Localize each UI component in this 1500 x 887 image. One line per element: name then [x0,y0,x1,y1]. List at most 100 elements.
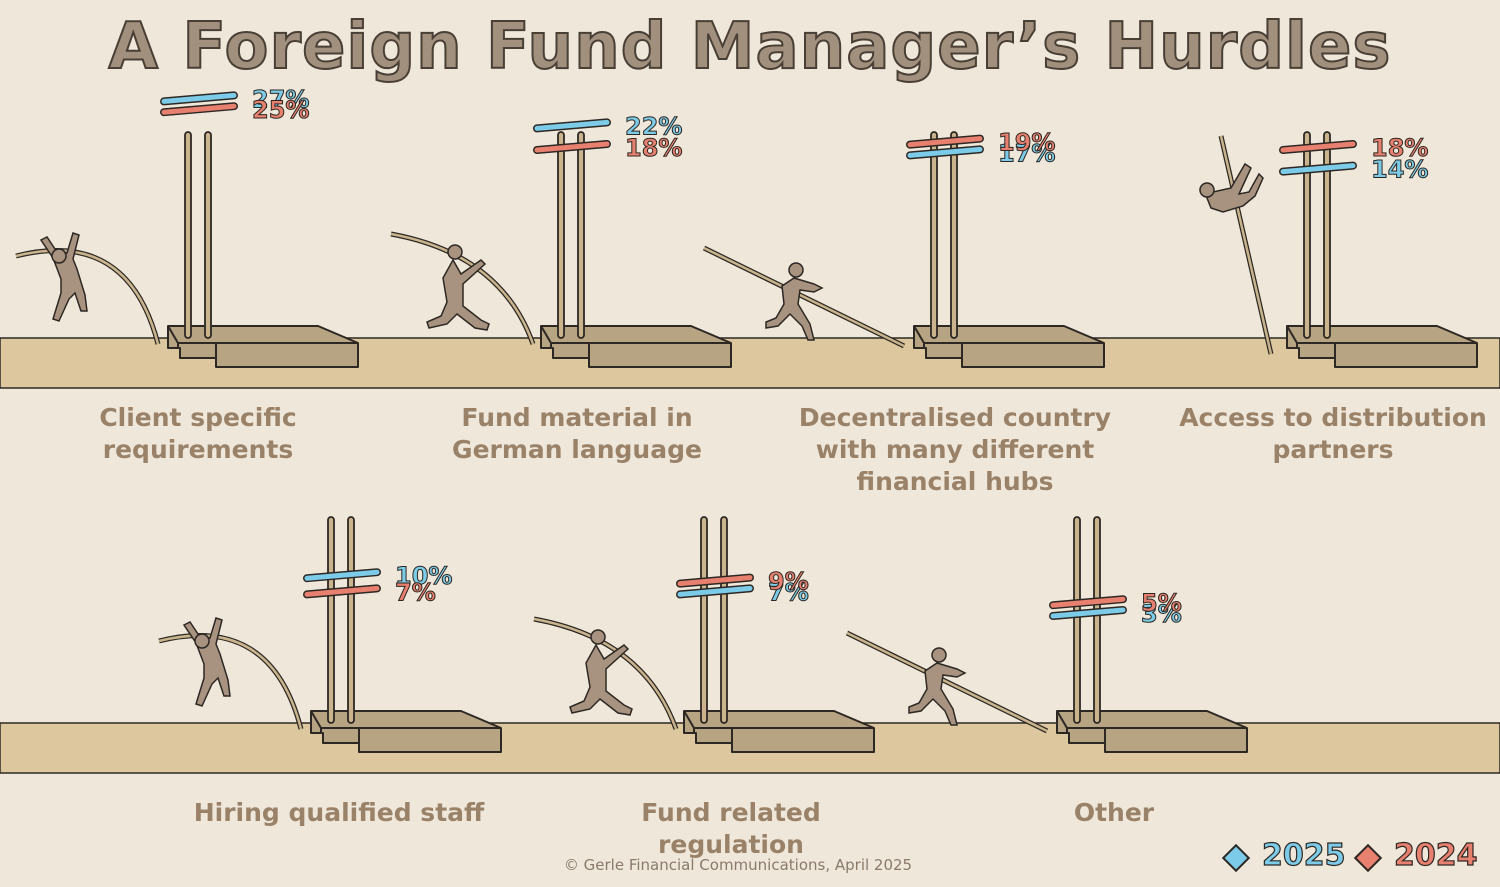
upright-2 [204,131,212,339]
crossbar-2024 [1050,596,1126,608]
athlete-body [765,277,824,341]
value-label-2024: 18% [625,134,682,162]
athlete-body [908,662,967,726]
athlete-body [39,232,88,322]
crossbar-2024 [161,103,237,115]
athlete-head [1199,182,1215,198]
value-label-2025: 10% [395,562,452,590]
athlete-5 [533,616,679,730]
value-label-2025: 22% [625,112,682,140]
upright-1 [1303,131,1311,339]
category-label-line: German language [452,435,702,464]
value-label-2025: 7% [768,578,809,606]
upright-2 [720,516,728,724]
vault-pole [15,249,160,345]
category-label-line: Hiring qualified staff [193,798,485,827]
category-label-line: with many different [815,435,1095,464]
crossbar-2025 [677,585,753,597]
value-label-2025: 27% [252,85,309,113]
category-label-line: partners [1272,435,1394,464]
category-label: Hiring qualified staff [179,797,499,829]
category-label-line: Decentralised country [798,403,1112,432]
upright-2 [950,131,958,339]
value-label-2024: 7% [395,578,436,606]
vault-pole [390,232,535,345]
crossbar-2025 [907,146,983,158]
crossbar-2025 [534,119,610,131]
hurdle-stand-1: 22%18% [533,112,732,368]
category-label: Fund material in German language [417,402,737,466]
vault-pole [703,246,905,348]
athlete-body [1206,162,1264,213]
base-box-step [320,728,360,743]
athlete-1 [390,231,536,345]
crossbar-2024 [304,585,380,597]
upright-1 [930,131,938,339]
category-label-line: financial hubs [856,467,1054,496]
legend-label-2025: 2025 [1261,837,1346,873]
value-label-2024: 18% [1371,134,1428,162]
crossbar-2025 [304,569,380,581]
hurdle-stand-4: 10%7% [303,516,502,753]
athlete-6 [845,630,1049,734]
pole-outline [15,248,161,345]
crossbar-2025 [161,92,237,104]
category-label-line: requirements [102,435,294,464]
athlete-3 [1199,135,1274,355]
chart-title: A Foreign Fund Manager’s Hurdles [108,9,1392,85]
base-box-step [693,728,733,743]
hurdle-stand-2: 17%19% [906,128,1105,368]
value-label-2024: 5% [1141,589,1182,617]
value-label-2024: 25% [252,96,309,124]
category-label-line: Fund material in [461,403,693,432]
hurdle-stand-0: 27%25% [160,85,359,368]
base-box-step [177,343,217,358]
crossbar-2024 [907,136,983,148]
base-box-step [1066,728,1106,743]
vault-pole [1219,135,1273,355]
category-label: Fund related regulation [571,797,891,861]
athlete-head [931,647,947,663]
athlete-head [788,262,804,278]
crossbar-2025 [1280,163,1356,175]
value-label-2024: 9% [768,568,809,596]
upright-2 [577,131,585,339]
crossbar-2024 [677,575,753,587]
athlete-head [590,629,606,645]
category-label-line: Access to distribution [1179,403,1487,432]
athlete-head [194,633,210,649]
crossbar-2024 [534,141,610,153]
category-label: Decentralised country with many different… [795,402,1115,498]
crossbar-2024 [1280,141,1356,153]
category-label: Other [954,797,1274,829]
category-label: Access to distribution partners [1173,402,1493,466]
upright-1 [1073,516,1081,724]
base-box-step [923,343,963,358]
legend-label-2024: 2024 [1393,837,1478,873]
value-label-2025: 3% [1141,600,1182,628]
hurdle-stand-5: 7%9% [676,516,875,753]
category-label: Client specific requirements [38,402,358,466]
athlete-head [447,244,463,260]
vault-pole [533,617,678,730]
athlete-body [182,617,231,707]
athlete-4 [158,617,304,730]
category-label-line: Other [1073,798,1155,827]
hurdle-stand-6: 3%5% [1049,516,1248,753]
crossbar-2025 [1050,607,1126,619]
vault-pole [158,634,303,730]
athlete-body [426,258,490,331]
value-label-2024: 19% [998,129,1055,157]
upright-2 [347,516,355,724]
copyright-footer: © Gerle Financial Communications, April … [563,856,913,874]
athlete-0 [15,232,161,345]
category-label-line: Client specific [99,403,297,432]
upright-2 [1093,516,1101,724]
pole-outline [158,633,304,730]
athlete-body [569,643,633,716]
upright-1 [327,516,335,724]
upright-2 [1323,131,1331,339]
upright-1 [557,131,565,339]
value-label-2025: 17% [998,139,1055,167]
